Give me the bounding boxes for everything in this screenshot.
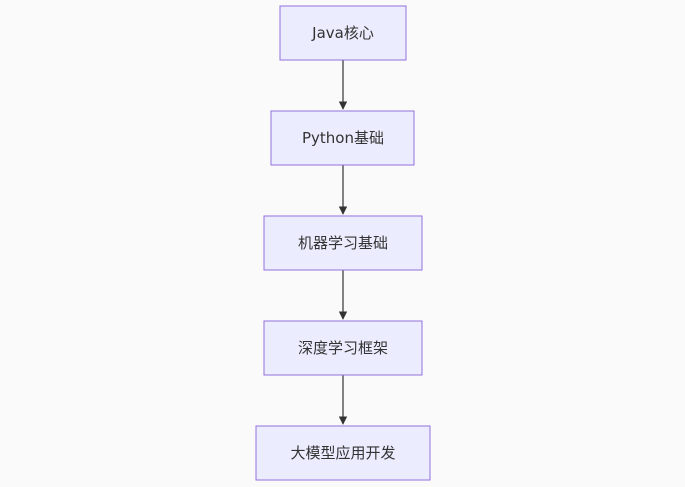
node-dl-frameworks-label: 深度学习框架 — [298, 339, 388, 357]
node-llm-app-dev: 大模型应用开发 — [255, 425, 431, 481]
node-dl-frameworks: 深度学习框架 — [263, 320, 423, 376]
node-java-core: Java核心 — [279, 5, 407, 61]
node-python-basics-label: Python基础 — [302, 129, 384, 147]
node-ml-basics: 机器学习基础 — [263, 215, 423, 271]
node-python-basics: Python基础 — [270, 110, 415, 166]
node-llm-app-dev-label: 大模型应用开发 — [290, 444, 395, 462]
node-java-core-label: Java核心 — [311, 24, 374, 42]
node-ml-basics-label: 机器学习基础 — [298, 234, 388, 252]
